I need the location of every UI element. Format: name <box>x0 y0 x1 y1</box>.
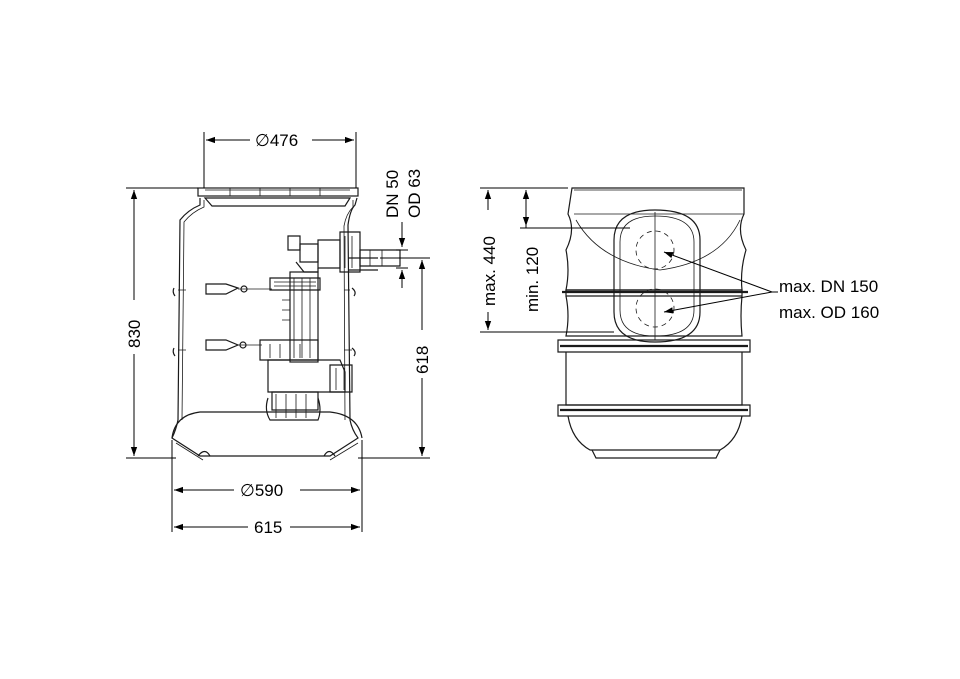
svg-text:∅476: ∅476 <box>255 131 298 150</box>
dim-max-inlet-depth: max. 440 <box>480 187 614 333</box>
svg-text:∅590: ∅590 <box>240 481 283 500</box>
dim-total-height: 830 <box>125 187 198 459</box>
overall-width-label: 615 <box>254 518 282 537</box>
dim-inlet-height: 618 <box>358 257 432 459</box>
tank-body <box>171 187 363 461</box>
bottom-diameter-label: 590 <box>255 481 283 500</box>
inlet-max-od-label: max. OD 160 <box>779 303 879 322</box>
total-height-label: 830 <box>125 320 144 348</box>
top-diameter-label: 476 <box>270 131 298 150</box>
tank-side-body <box>557 187 751 459</box>
diameter-symbol: ∅ <box>255 131 270 150</box>
dim-overall-width: 615 <box>174 518 360 537</box>
inlet-callout: max. DN 150 max. OD 160 <box>663 251 879 322</box>
pipe-dn-label: DN 50 <box>383 170 402 218</box>
min-inlet-depth-label: min. 120 <box>523 247 542 312</box>
pump-assembly <box>205 231 401 421</box>
inlet-max-dn-label: max. DN 150 <box>779 277 878 296</box>
dim-min-inlet-depth: min. 120 <box>520 190 630 312</box>
side-view: max. 440 min. 120 max. DN 150 max. OD 16… <box>480 187 879 459</box>
max-inlet-depth-label: max. 440 <box>480 236 499 306</box>
inlet-height-label: 618 <box>413 346 432 374</box>
pipe-callout: DN 50 OD 63 <box>383 169 424 288</box>
front-section-view: ∅476 830 618 DN 50 OD 63 <box>125 131 432 537</box>
dim-bottom-diameter: ∅590 <box>171 440 363 532</box>
pipe-od-label: OD 63 <box>405 169 424 218</box>
diameter-symbol-2: ∅ <box>240 481 255 500</box>
inlet-openings <box>613 209 701 343</box>
dim-top-diameter: ∅476 <box>203 131 357 188</box>
